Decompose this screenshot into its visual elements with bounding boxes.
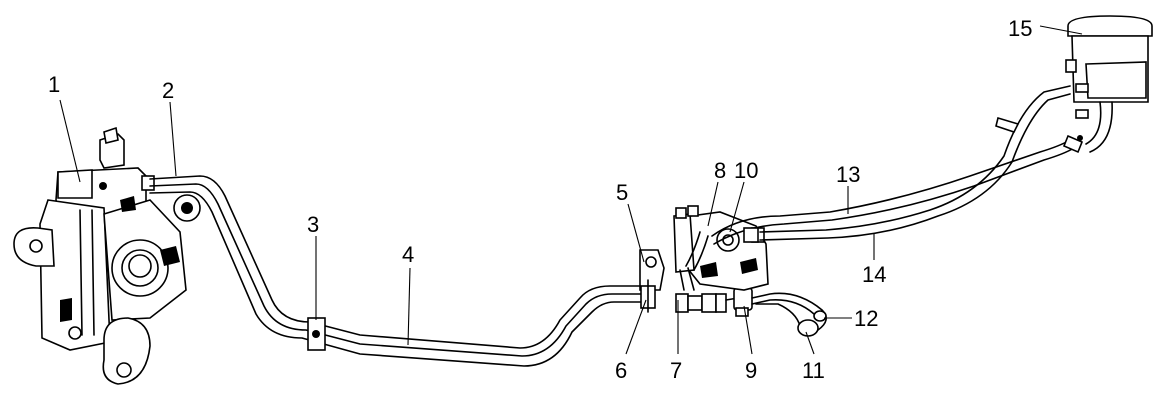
label-1: 1 [48, 72, 60, 97]
label-13: 13 [836, 162, 860, 187]
label-8: 8 [714, 158, 726, 183]
label-5: 5 [616, 180, 628, 205]
part-labels: 1 2 3 4 5 6 7 8 9 10 11 12 13 14 15 [48, 16, 1032, 383]
steering-gear [13, 126, 201, 385]
label-9: 9 [745, 358, 757, 383]
label-7: 7 [670, 358, 682, 383]
label-11: 11 [802, 358, 825, 383]
pipe-clamp [307, 317, 326, 351]
return-line [751, 292, 827, 337]
pressure-pipes [149, 175, 646, 367]
label-2: 2 [162, 78, 174, 103]
hose-clamps [743, 116, 1084, 243]
label-15: 15 [1008, 16, 1032, 41]
mounting-bracket [639, 249, 665, 291]
pipe-fittings [675, 287, 753, 317]
leader-lines [59, 25, 1083, 355]
label-6: 6 [615, 358, 627, 383]
label-12: 12 [854, 306, 878, 331]
label-14: 14 [862, 262, 886, 287]
oil-reservoir [1065, 15, 1153, 153]
label-4: 4 [402, 242, 414, 267]
label-3: 3 [307, 212, 319, 237]
label-10: 10 [734, 158, 758, 183]
